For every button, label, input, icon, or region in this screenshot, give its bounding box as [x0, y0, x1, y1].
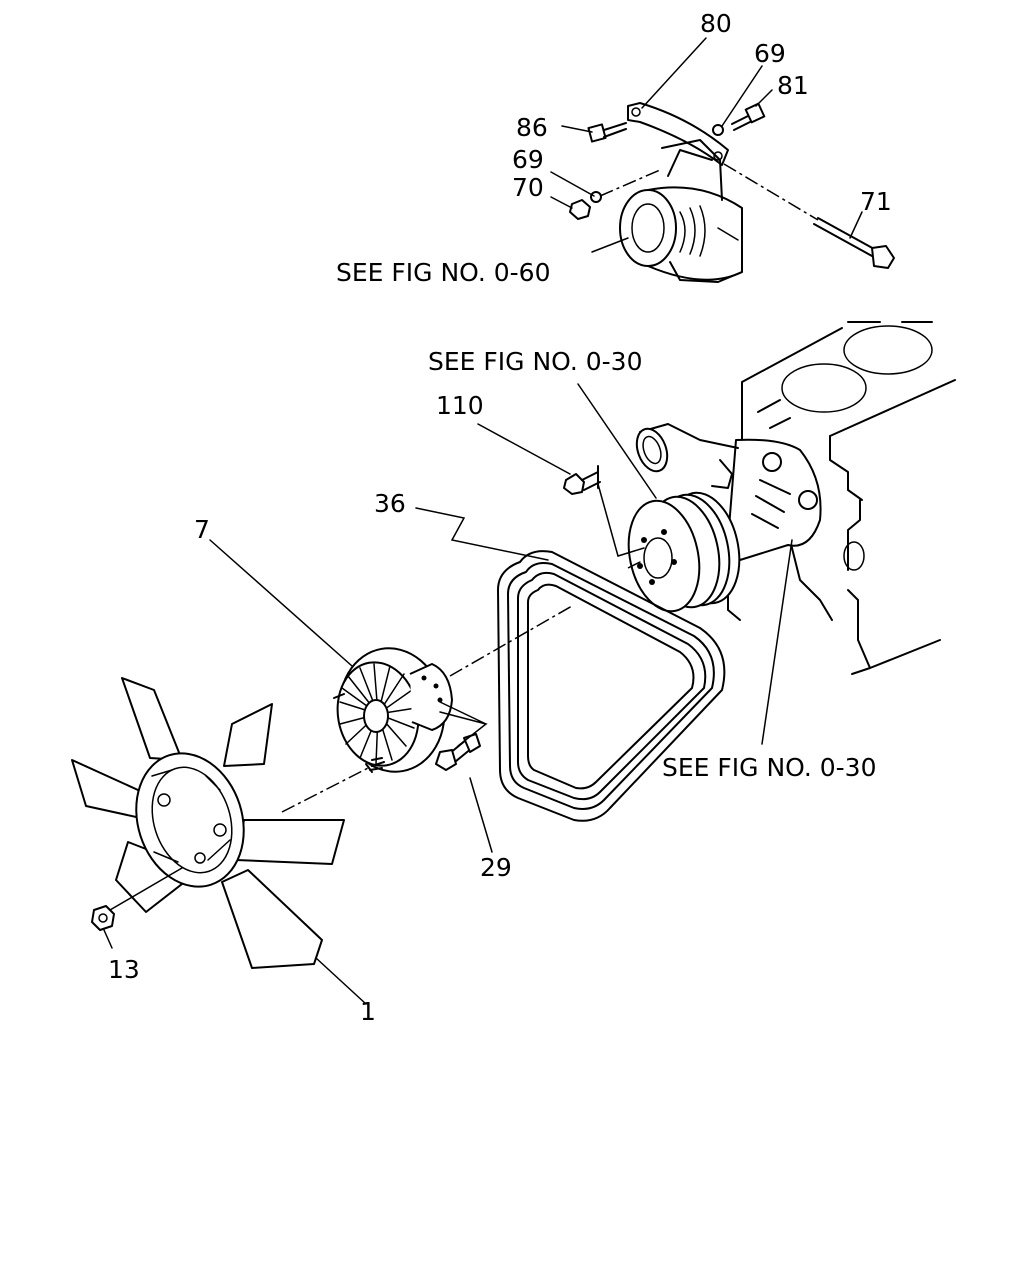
fan-belt [497, 550, 726, 822]
washer-69-lower [590, 191, 602, 203]
callout-69: 69 [754, 39, 786, 68]
fan-clutch [333, 647, 453, 773]
bolt-29 [435, 733, 481, 771]
water-pump-pulley [627, 491, 741, 613]
callout-7: 7 [194, 515, 210, 544]
callout-36: 36 [374, 489, 406, 518]
callout-86: 86 [516, 113, 548, 142]
callout-110: 110 [436, 391, 484, 420]
callout-71: 71 [860, 187, 892, 216]
bolt-81 [731, 102, 766, 131]
callout-69-lower: 69 [512, 145, 544, 174]
callout-70: 70 [512, 173, 544, 202]
reference-fig-0-30-right: SEE FIG NO. 0-30 [662, 753, 876, 782]
water-pump [635, 423, 822, 561]
nut-13 [91, 905, 115, 931]
callout-1: 1 [360, 997, 376, 1026]
callout-81: 81 [777, 71, 809, 100]
washer-69-upper [712, 124, 724, 136]
callout-29: 29 [480, 853, 512, 882]
bolt-71 [813, 217, 895, 269]
nut-70 [569, 199, 591, 220]
callout-80: 80 [700, 9, 732, 38]
reference-fig-0-30-top: SEE FIG NO. 0-30 [428, 347, 642, 376]
alternator [619, 139, 743, 283]
bolt-86 [587, 122, 627, 143]
adjusting-bracket [627, 102, 729, 166]
callout-13: 13 [108, 955, 140, 984]
reference-fig-0-60: SEE FIG NO. 0-60 [336, 258, 550, 287]
bolt-110 [563, 465, 645, 557]
alternator-assembly [550, 37, 895, 283]
